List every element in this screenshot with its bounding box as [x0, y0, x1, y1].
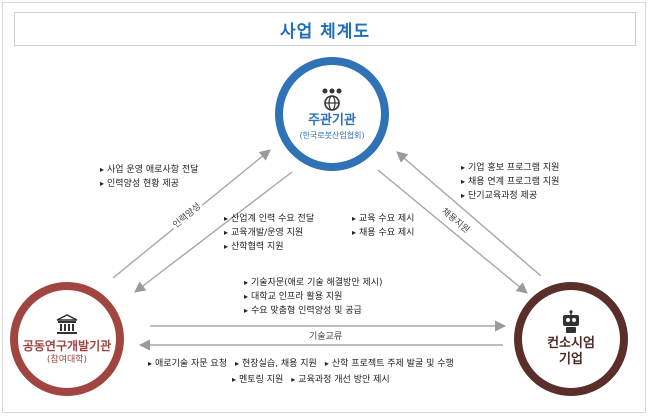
list-item: 교육 수요 제시 — [352, 212, 414, 226]
research-subtitle: (참여대학) — [46, 355, 88, 365]
robot-icon — [560, 310, 582, 334]
arrow-company-to-hub — [396, 151, 542, 277]
list-hub-middle-right: 교육 수요 제시 채용 수요 제시 — [352, 212, 414, 240]
list-item: 기술자문(애로 기술 해결방안 제시) — [244, 276, 383, 290]
globe-icon — [319, 87, 345, 111]
node-company: 컨소시엄 기업 — [514, 282, 628, 396]
research-name: 공동연구개발기관 — [22, 339, 112, 353]
list-hub-company: 기업 홍보 프로그램 지원 채용 연계 프로그램 지원 단기교육과정 제공 — [461, 161, 559, 203]
arrow-hub-to-research — [134, 171, 293, 293]
list-item: 인력양성 현황 제공 — [100, 177, 198, 191]
list-item: 교육과정 개선 방안 제시 — [291, 375, 389, 385]
list-item: 사업 운영 애로사항 전달 — [100, 163, 198, 177]
node-hub: 주관기관 (한국로봇산업협회) — [275, 57, 389, 171]
list-item: 대학교 인프라 활용 지원 — [244, 290, 383, 304]
list-item: 채용 연계 프로그램 지원 — [461, 175, 559, 189]
list-research-company: 기술자문(애로 기술 해결방안 제시) 대학교 인프라 활용 지원 수요 맞춤형… — [244, 276, 383, 318]
list-hub-research-inner: 산업계 인력 수요 전달 교육개발/운영 지원 산학협력 지원 — [224, 212, 314, 254]
arrow-hub-to-company — [377, 169, 528, 294]
list-company-research-row2: 멘토링 지원 교육과정 개선 방안 제시 — [232, 372, 398, 385]
company-name-line2: 기업 — [559, 352, 583, 367]
edge-label-bottom: 기술교류 — [307, 329, 345, 342]
diagram-title: 사업 체계도 — [279, 21, 371, 42]
list-item: 산업계 인력 수요 전달 — [224, 212, 314, 226]
list-item: 기업 홍보 프로그램 지원 — [461, 161, 559, 175]
list-item: 교육개발/운영 지원 — [224, 226, 314, 240]
list-item: 애로기술 자문 요청 — [148, 359, 227, 369]
title-box: 사업 체계도 — [14, 12, 636, 46]
hub-subtitle: (한국로봇산업협회) — [299, 131, 365, 140]
hub-name: 주관기관 — [308, 113, 356, 128]
company-name-line1: 컨소시엄 — [547, 336, 595, 351]
diagram-frame — [2, 2, 646, 413]
list-item: 산학협력 지원 — [224, 240, 314, 254]
list-company-research-row1: 애로기술 자문 요청 현장실습, 채용 지원 산학 프로젝트 주제 발굴 및 수행 — [148, 356, 462, 369]
list-item: 산학 프로젝트 주제 발굴 및 수행 — [325, 359, 454, 369]
list-item: 수요 맞춤형 인력양성 및 공급 — [244, 304, 383, 318]
list-item: 채용 수요 제시 — [352, 226, 414, 240]
building-icon — [55, 312, 79, 336]
list-item: 현장실습, 채용 지원 — [235, 359, 317, 369]
node-research: 공동연구개발기관 (참여대학) — [10, 282, 124, 396]
list-item: 단기교육과정 제공 — [461, 189, 559, 203]
list-item: 멘토링 지원 — [232, 375, 283, 385]
list-hub-research-top: 사업 운영 애로사항 전달 인력양성 현황 제공 — [100, 163, 198, 191]
